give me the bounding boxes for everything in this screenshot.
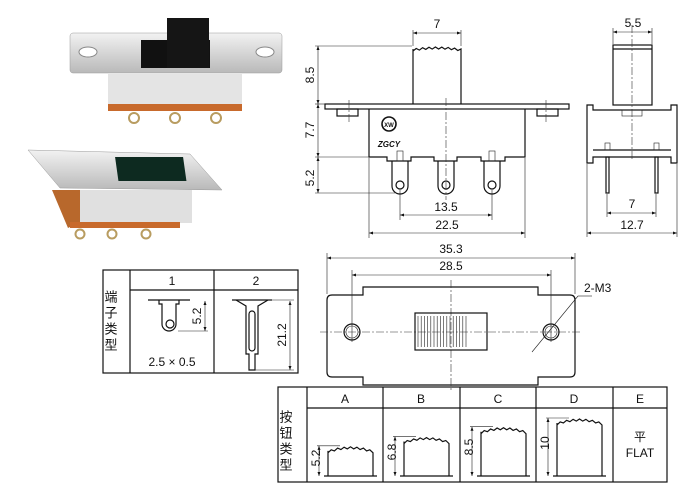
button-e-flat-cn: 平 [634, 430, 646, 444]
terminal-type-1-label: 1 [169, 274, 176, 288]
actuator-outline [412, 46, 462, 104]
dim-body-height: 7.7 [303, 121, 317, 138]
button-type-d-label: D [570, 392, 579, 406]
terminal-type-2-drawing: 21.2 [232, 299, 294, 371]
terminal-types-title: 端子类型 [103, 290, 118, 354]
terminal-type-2-label: 2 [253, 274, 260, 288]
mounting-plate [324, 103, 570, 110]
button-profile-b [403, 436, 450, 476]
dim-terminal-pitch: 13.5 [434, 200, 458, 214]
button-types-table: 按钮类型 A B C D E 5.2 6.8 8.5 10 平 FLAT [277, 386, 668, 483]
button-profile-c [480, 426, 527, 476]
button-type-e-label: E [636, 392, 644, 406]
side-view: 5.5 7 12.7 [586, 16, 678, 237]
button-c-dim: 8.5 [462, 438, 476, 455]
button-d-dim: 10 [538, 436, 552, 450]
button-profiles [317, 417, 606, 477]
button-a-dim: 5.2 [309, 449, 323, 466]
terminal-2-dim: 21.2 [275, 323, 289, 347]
slider-knurl [417, 316, 467, 347]
button-profile-d [556, 418, 603, 476]
svg-text:XW: XW [384, 123, 394, 129]
button-type-c-label: C [494, 392, 503, 406]
dim-body-length: 22.5 [435, 218, 459, 232]
product-photo-top [69, 18, 283, 124]
dim-hole-spacing: 28.5 [439, 259, 463, 273]
dim-actuator-width: 7 [434, 17, 441, 31]
hole-callout: 2-M3 [584, 281, 612, 295]
terminal-1-size: 2.5 × 0.5 [148, 355, 195, 369]
terminal-types-table: 端子类型 1 2 5.2 2.5 × 0.5 21.2 [102, 269, 299, 374]
button-b-dim: 6.8 [385, 443, 399, 460]
svg-text:ZGCY: ZGCY [377, 140, 401, 149]
zgcy-logo: XW ZGCY [377, 116, 401, 149]
plan-view: 35.3 28.5 2-M3 [320, 242, 612, 392]
dim-overall-length: 35.3 [439, 242, 463, 256]
terminal-type-1-drawing: 5.2 2.5 × 0.5 [148, 299, 208, 369]
button-e-flat-en: FLAT [626, 446, 655, 460]
product-photo-bottom [27, 149, 223, 240]
button-types-title: 按钮类型 [278, 410, 293, 474]
slider-window [414, 312, 488, 351]
terminal-1-dim: 5.2 [190, 307, 204, 324]
button-type-a-label: A [341, 392, 349, 406]
dim-side-actuator-width: 5.5 [625, 16, 642, 30]
dim-pin-spacing: 7 [629, 197, 636, 211]
front-view: XW ZGCY 7 8.5 7.7 5.2 13.5 22.5 [303, 17, 570, 238]
button-profile-a [327, 446, 374, 476]
button-type-b-label: B [417, 392, 425, 406]
dim-body-width: 12.7 [620, 218, 644, 232]
dim-actuator-height: 8.5 [303, 66, 317, 83]
dim-terminal-length: 5.2 [303, 169, 317, 186]
